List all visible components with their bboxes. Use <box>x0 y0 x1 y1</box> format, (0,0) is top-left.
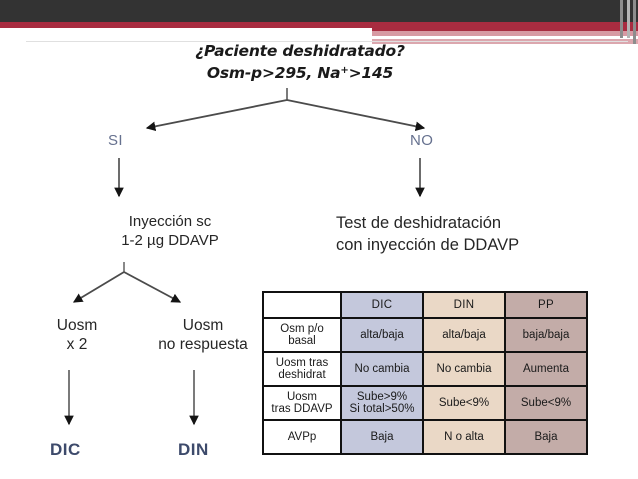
table-row-header: Osm p/o basal <box>264 319 340 351</box>
terminal-diagnosis-dic: DIC <box>50 440 81 459</box>
table-cell: No cambia <box>342 353 422 385</box>
node-uosm-doubled: Uosm x 2 <box>56 317 98 353</box>
table-cell: Aumenta <box>506 353 586 385</box>
banner-red-accent-bar <box>0 22 638 31</box>
node-injection-treatment: Inyección sc 1-2 µg DDAVP <box>121 213 219 249</box>
table-corner-cell <box>264 293 340 317</box>
table-cell: No cambia <box>424 353 504 385</box>
banner-white-wedge <box>0 28 372 39</box>
table-row: Osm p/o basal alta/baja alta/baja baja/b… <box>264 319 586 351</box>
table-cell: Sube>9% Si total>50% <box>342 387 422 419</box>
table-row-header: Uosm tras DDAVP <box>264 387 340 419</box>
banner-white-line <box>372 36 588 39</box>
table-cell: alta/baja <box>342 319 422 351</box>
banner-tick-mark-3 <box>633 0 636 44</box>
table-cell: Sube<9% <box>424 387 504 419</box>
table-column-header-din: DIN <box>424 293 504 317</box>
node-uosm-no-response: Uosm no respuesta <box>158 317 248 353</box>
table-cell: N o alta <box>424 421 504 453</box>
node-dehydration-test: Test de deshidratación con inyección de … <box>336 214 520 254</box>
table-cell: baja/baja <box>506 319 586 351</box>
title-criteria-suffix: >145 <box>348 64 394 82</box>
branch-label-no: NO <box>410 132 434 149</box>
terminal-diagnosis-din: DIN <box>178 440 209 459</box>
table-column-header-pp: PP <box>506 293 586 317</box>
table-cell: alta/baja <box>424 319 504 351</box>
title-criteria-superscript: + <box>340 65 349 76</box>
table-cell: Sube<9% <box>506 387 586 419</box>
flowchart-title-line-1: ¿Paciente deshidratado? <box>195 42 405 60</box>
table-row: AVPp Baja N o alta Baja <box>264 421 586 453</box>
table-row-header: AVPp <box>264 421 340 453</box>
table-row: Uosm tras deshidrat No cambia No cambia … <box>264 353 586 385</box>
flowchart-title-line-2: Osm-p>295, Na+>145 <box>150 61 450 83</box>
table-row-header: Uosm tras deshidrat <box>264 353 340 385</box>
flowchart-title: ¿Paciente deshidratado? Osm-p>295, Na+>1… <box>150 42 450 83</box>
title-criteria-prefix: Osm-p>295, Na <box>206 64 341 82</box>
banner-tick-mark-2 <box>627 0 630 38</box>
table-header-row: DIC DIN PP <box>264 293 586 317</box>
table-cell: Baja <box>506 421 586 453</box>
branch-label-yes: SI <box>108 132 123 149</box>
comparison-table: DIC DIN PP Osm p/o basal alta/baja alta/… <box>262 291 588 455</box>
banner-tick-mark-1 <box>620 0 623 38</box>
table-row: Uosm tras DDAVP Sube>9% Si total>50% Sub… <box>264 387 586 419</box>
banner-hairline-divider <box>26 41 628 42</box>
table-cell: Baja <box>342 421 422 453</box>
table-column-header-dic: DIC <box>342 293 422 317</box>
